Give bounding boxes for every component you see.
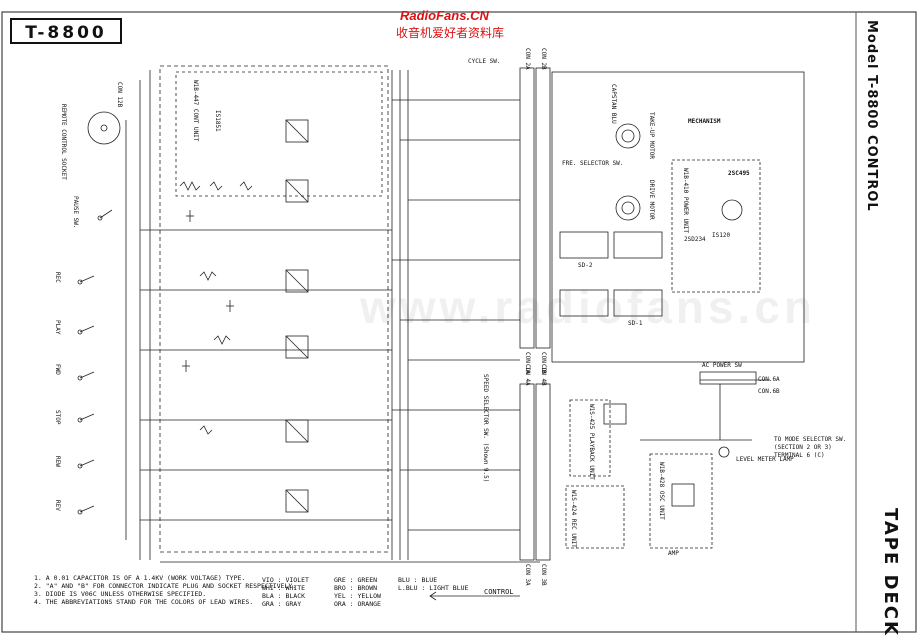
model-label: T-8800 — [10, 18, 122, 44]
switch-play: PLAY — [54, 320, 61, 335]
switch-rew: REW — [54, 456, 61, 467]
notes-block: 1. A 0.01 CAPACITOR IS OF A 1.4KV (WORK … — [34, 574, 296, 606]
rec-unit-label: W1S-424 REC UNIT — [570, 490, 577, 548]
control-unit-label: W1B-447 CONT UNIT — [192, 80, 199, 142]
switch-stop: STOP — [54, 410, 61, 425]
con3a-label: CON 3A — [524, 564, 531, 586]
legend-item: L.BLU : LIGHT BLUE — [398, 584, 469, 592]
con6a-label: CON.6A — [758, 376, 780, 383]
power-unit-label: W1B-410 POWER UNIT — [682, 168, 689, 234]
watermark-tagline: 收音机爱好者资料库 — [396, 26, 505, 40]
con4a-label: CON 4A — [524, 364, 531, 386]
con6b-label: CON.6B — [758, 388, 780, 395]
switch-cycle: CYCLE SW. — [468, 58, 501, 65]
diode-is1851: IS1851 — [214, 110, 221, 132]
legend-item: GRA : GRAY — [262, 600, 302, 608]
note-1: 1. A 0.01 CAPACITOR IS OF A 1.4KV (WORK … — [34, 574, 246, 582]
color-legend-col3: BLU : BLUE L.BLU : LIGHT BLUE — [398, 576, 468, 592]
ac-power-sw-label: AC POWER SW — [702, 362, 742, 369]
con4b-label: CON 4B — [540, 364, 547, 386]
legend-item: YEL : YELLOW — [334, 592, 381, 600]
color-legend-col1: VIO : VIOLET WHI : WHITE BLA : BLACK GRA… — [262, 576, 309, 608]
note-2: 2. "A" AND "B" FOR CONNECTOR INDICATE PL… — [34, 582, 297, 590]
con2a-label: CON 2A — [524, 48, 531, 70]
amp-label: AMP — [668, 550, 679, 557]
takeup-motor-label: TAKE-UP MOTOR — [648, 112, 655, 159]
switch-fre: FRE. SELECTOR SW. — [562, 160, 624, 167]
note-4: 4. THE ABBREVIATIONS STAND FOR THE COLOR… — [34, 598, 254, 606]
color-legend-col2: GRE : GREEN BRO : BROWN YEL : YELLOW ORA… — [334, 576, 381, 608]
switch-rec: REC — [54, 272, 61, 283]
osc-unit-label: W1B-428 OSC UNIT — [658, 462, 665, 520]
note-3: 3. DIODE IS V06C UNLESS OTHERWISE SPECIF… — [34, 590, 207, 598]
sd2-label: SD-2 — [578, 262, 593, 269]
level-meter-lamp-label: LEVEL METER LAMP — [736, 456, 794, 463]
con1b-label: CON 1B — [540, 352, 547, 374]
control-arrow-label: CONTROL — [484, 588, 514, 596]
schematic-title: Model T-8800 CONTROL — [864, 20, 879, 212]
con12b-label: CON 12B — [116, 82, 123, 108]
legend-item: GRE : GREEN — [334, 576, 378, 584]
legend-item: WHI : WHITE — [262, 584, 306, 592]
remote-socket-label: REMOTE CONTROL SOCKET — [60, 104, 67, 180]
con3b-label: CON 3B — [540, 564, 547, 586]
con1a-label: CON 1A — [524, 352, 531, 374]
capstan-label: CAPSTAN BLU — [610, 84, 617, 124]
diode-is120: IS120 — [712, 232, 731, 239]
mode-selector-note: TO MODE SELECTOR SW. (SECTION 2 OR 3) TE… — [774, 436, 847, 459]
legend-item: BLU : BLUE — [398, 576, 438, 584]
switch-fwd: FWD — [54, 364, 61, 375]
legend-item: BLA : BLACK — [262, 592, 306, 600]
transistor-2sd234: 2SD234 — [684, 236, 706, 243]
drive-motor-label: DRIVE MOTOR — [648, 180, 655, 220]
switch-pause: PAUSE SW. — [72, 196, 79, 229]
playback-unit-label: W1S-425 PLAYBACK UNIT — [588, 404, 595, 480]
transistor-2sc495: 2SC495 — [728, 170, 750, 177]
switch-speed: SPEED SELECTOR SW. (Shown 9.5) — [482, 374, 489, 483]
mechanism-label: MECHANISM — [688, 118, 721, 125]
footer-title: TAPE DECK — [880, 508, 901, 637]
watermark-site: RadioFans.CN — [400, 8, 489, 23]
legend-item: BRO : BROWN — [334, 584, 378, 592]
con2b-label: CON 2B — [540, 48, 547, 70]
sd1-label: SD-1 — [628, 320, 643, 327]
legend-item: ORA : ORANGE — [334, 600, 381, 608]
legend-item: VIO : VIOLET — [262, 576, 309, 584]
switch-rev: REV — [54, 500, 61, 511]
